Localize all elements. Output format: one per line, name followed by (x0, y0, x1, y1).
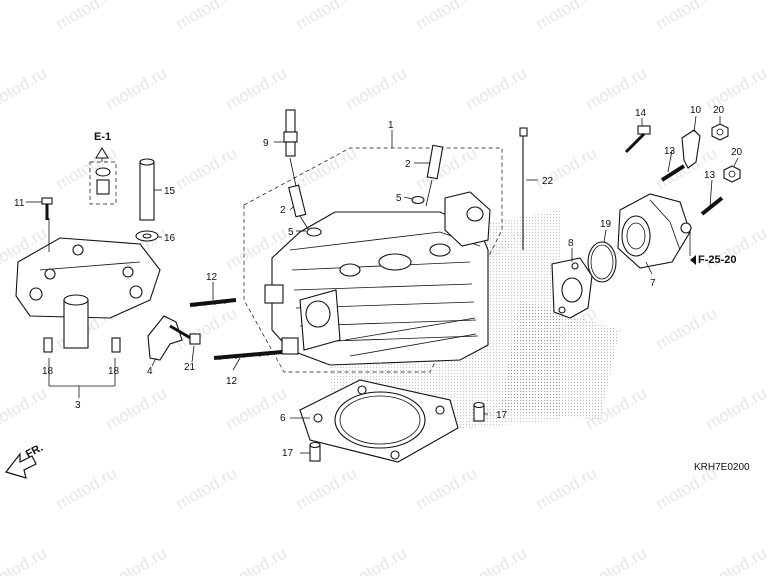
callout-1: 1 (388, 120, 394, 131)
callout-18b: 18 (108, 366, 120, 377)
front-arrow-icon (4, 452, 37, 479)
ref-e1: E-1 (94, 131, 111, 143)
watermark-text: motod.ru (0, 63, 50, 113)
dowel-pin-1 (473, 401, 485, 422)
callout-14: 14 (635, 108, 647, 119)
callout-3: 3 (75, 400, 81, 411)
callout-8: 8 (568, 238, 574, 249)
watermark-text: motod.ru (413, 0, 481, 33)
watermark-text: motod.ru (223, 63, 291, 113)
watermark-text: motod.ru (103, 543, 171, 576)
watermark-text: motod.ru (293, 0, 361, 33)
callout-13b: 13 (704, 170, 716, 181)
watermark-text: motod.ru (703, 543, 768, 576)
watermark-text: motod.ru (703, 383, 768, 433)
watermark-text: motod.ru (173, 143, 241, 193)
e1-ref-group (89, 147, 117, 205)
callout-13a: 13 (664, 146, 676, 157)
head-gasket (299, 379, 459, 463)
watermark-text: motod.ru (293, 143, 361, 193)
watermark-text: motod.ru (463, 63, 531, 113)
watermark-text: motod.ru (173, 463, 241, 513)
callout-6: 6 (280, 413, 286, 424)
watermark-text: motod.ru (533, 463, 601, 513)
valve-guide-2 (425, 144, 444, 207)
watermark-text: motod.ru (293, 463, 361, 513)
callout-17b: 17 (282, 448, 294, 459)
insulator-gasket (551, 257, 593, 319)
callout-12b: 12 (226, 376, 238, 387)
callout-15: 15 (164, 186, 176, 197)
watermark-text: motod.ru (223, 383, 291, 433)
watermark-text: motod.ru (463, 543, 531, 576)
watermark-text: motod.ru (173, 0, 241, 33)
o-ring-2 (411, 195, 425, 205)
callout-2b: 2 (280, 205, 286, 216)
nut-20-a (711, 123, 729, 141)
callout-20b: 20 (731, 147, 743, 158)
watermark-text: motod.ru (53, 143, 121, 193)
watermark-text: motod.ru (173, 303, 241, 353)
watermark-text: motod.ru (53, 0, 121, 33)
o-ring-1 (306, 227, 322, 237)
watermark-text: motod.ru (0, 543, 50, 576)
callout-17a: 17 (496, 410, 508, 421)
callout-12a: 12 (206, 272, 218, 283)
oil-pipe (139, 158, 155, 221)
watermark-text: motod.ru (103, 383, 171, 433)
callout-9: 9 (263, 138, 269, 149)
f2520-arrow-icon (690, 255, 696, 265)
watermark-text: motod.ru (413, 143, 481, 193)
callout-11: 11 (14, 198, 25, 209)
dowel-pin-18-left (43, 337, 53, 353)
rocker-arm (147, 315, 183, 361)
callout-16: 16 (164, 233, 176, 244)
watermark-text: motod.ru (223, 543, 291, 576)
watermark-text: motod.ru (533, 0, 601, 33)
intake-o-ring (587, 241, 617, 283)
stud-13-b (700, 196, 724, 216)
callout-7: 7 (650, 278, 656, 289)
watermark-text: motod.ru (0, 383, 50, 433)
callout-18a: 18 (42, 366, 54, 377)
watermark-text: motod.ru (653, 0, 721, 33)
dowel-pin-18-right (111, 337, 121, 353)
watermark-text: motod.ru (103, 63, 171, 113)
watermark-text: motod.ru (653, 303, 721, 353)
stud-bolt-2 (213, 350, 283, 360)
stud-13-a (660, 164, 686, 182)
bolt-14 (624, 125, 651, 154)
callout-labels: 1 2 2 3 4 5 5 6 7 8 9 10 11 12 12 13 13 … (14, 105, 743, 459)
intake-pipe (617, 193, 692, 269)
callout-19: 19 (600, 219, 612, 230)
watermark-text: motod.ru (583, 543, 651, 576)
callout-2a: 2 (405, 159, 411, 170)
watermark-text: motod.ru (413, 463, 481, 513)
stud-bolt-1 (189, 298, 237, 307)
watermark-text: motod.ru (343, 543, 411, 576)
rocker-arm-holder (15, 237, 161, 349)
long-bolt (519, 127, 528, 250)
front-label: FR. (24, 442, 45, 461)
bolt-11 (41, 197, 53, 220)
watermark-text: motod.ru (583, 63, 651, 113)
sealing-washer (135, 230, 159, 242)
dowel-pin-2 (309, 441, 321, 462)
watermark-text: motod.ru (53, 463, 121, 513)
cylinder-head (243, 147, 503, 373)
callout-5a: 5 (288, 227, 294, 238)
diagram-code: KRH7E0200 (694, 462, 750, 473)
callout-20a: 20 (713, 105, 725, 116)
callout-21: 21 (184, 362, 196, 373)
watermark-text: motod.ru (343, 63, 411, 113)
ref-f2520: F-25-20 (698, 254, 737, 266)
callout-4: 4 (147, 366, 153, 377)
bolt-21 (169, 324, 201, 345)
callout-22: 22 (542, 176, 554, 187)
callout-5b: 5 (396, 193, 402, 204)
leader-lines (26, 115, 739, 454)
callout-10: 10 (690, 105, 702, 116)
nut-20-b (723, 165, 741, 183)
